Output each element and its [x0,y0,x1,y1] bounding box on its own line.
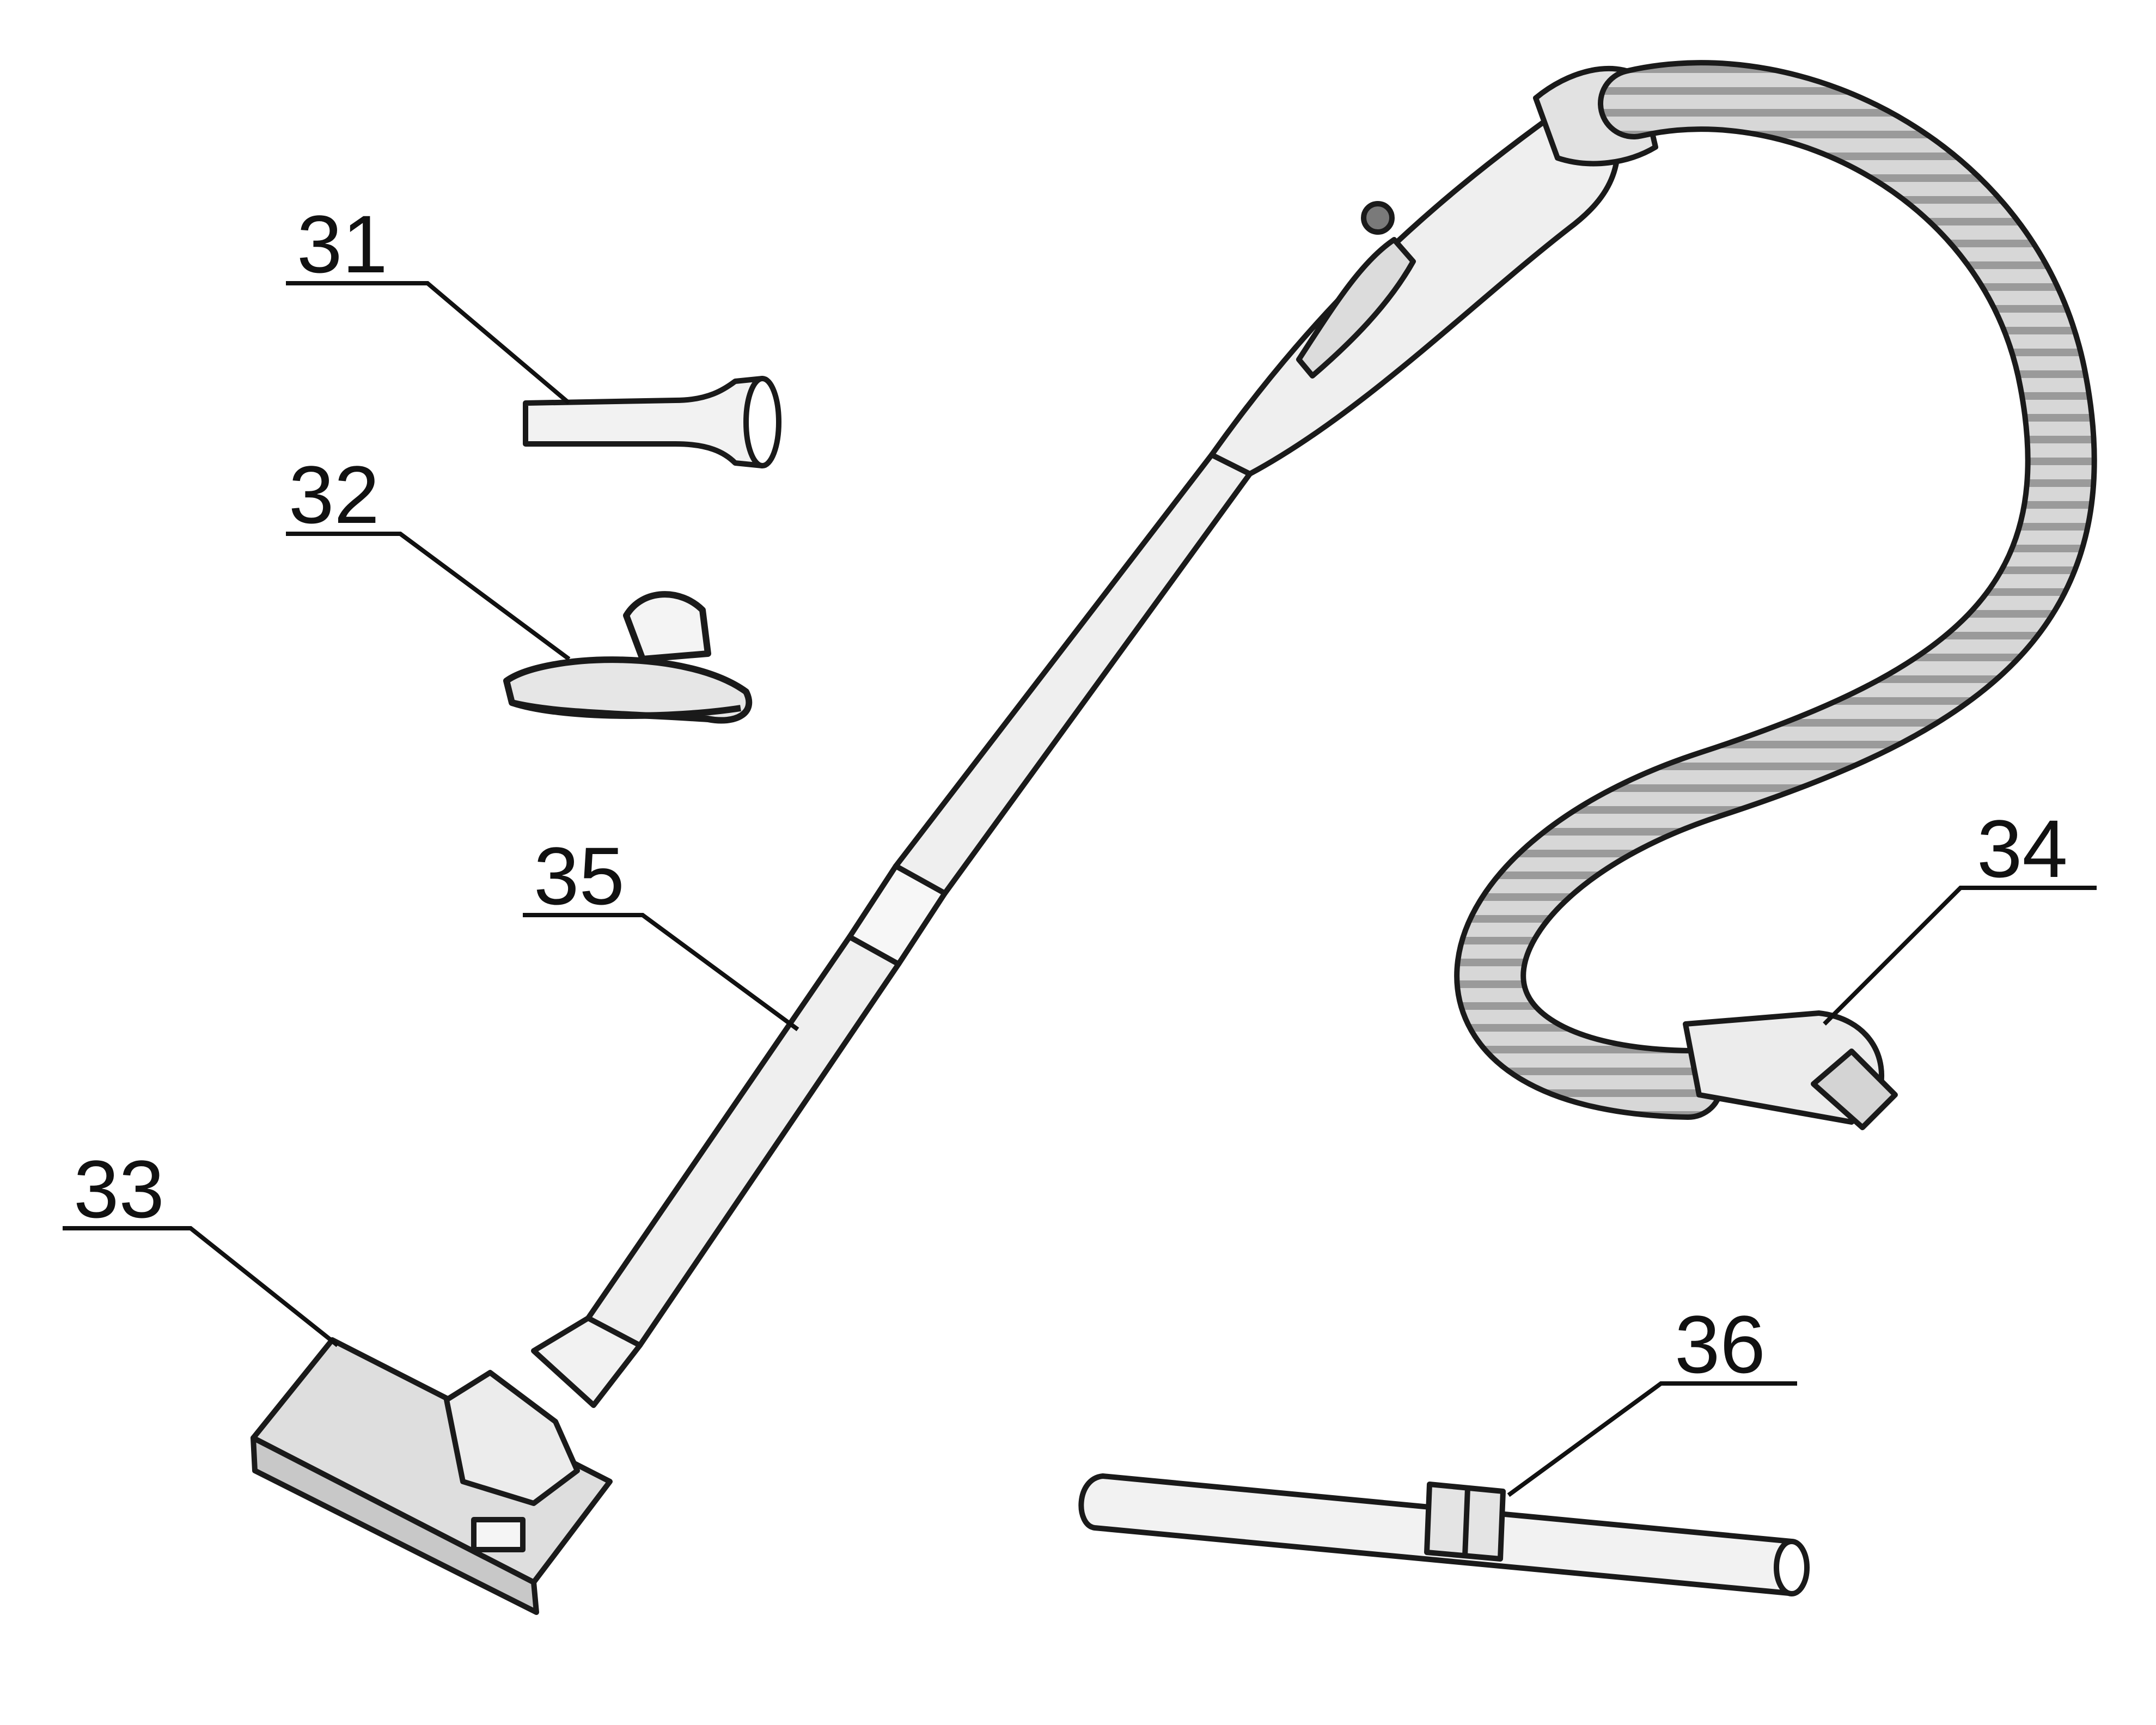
callout-33: 33 [74,1143,164,1235]
leader-line-35 [523,913,799,1032]
leader-line-32 [286,532,571,661]
upholstery-brush-part [503,591,753,724]
leader-line-33 [63,1226,339,1348]
callout-36: 36 [1675,1299,1766,1390]
callout-32: 32 [289,449,380,540]
callout-labels: 31 32 33 34 35 36 [74,198,2068,1390]
callout-35: 35 [534,830,625,922]
crevice-nozzle-part [523,376,781,468]
leader-line-31 [286,281,571,405]
callout-34: 34 [1977,803,2068,894]
leader-line-34 [1823,886,2097,1026]
extension-tube-part [1078,1473,1810,1596]
callout-31: 31 [297,198,388,290]
leader-lines [63,281,2097,1497]
floor-nozzle-part [251,1315,643,1615]
leader-line-36 [1507,1381,1797,1497]
suction-hose-part [1454,60,2097,1130]
